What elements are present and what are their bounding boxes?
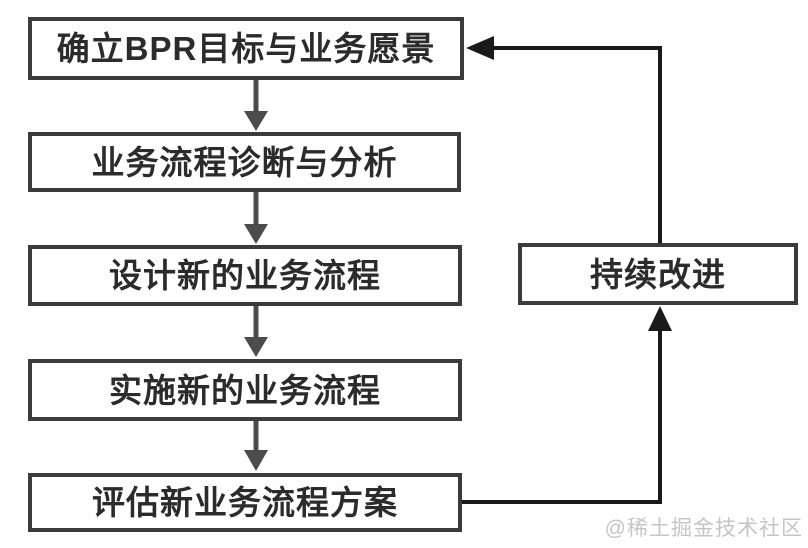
flow-node-label: 确立BPR目标与业务愿景 bbox=[56, 30, 436, 67]
flow-node-establish-goals: 确立BPR目标与业务愿景 bbox=[28, 17, 464, 80]
arrow-implement-to-evaluate bbox=[244, 421, 268, 471]
arrow-design-to-implement bbox=[244, 306, 268, 357]
flow-node-design-new-process: 设计新的业务流程 bbox=[28, 245, 462, 306]
flow-node-implement-new-process: 实施新的业务流程 bbox=[28, 359, 462, 421]
flow-node-continuous-improvement: 持续改进 bbox=[518, 243, 798, 305]
flow-node-evaluate-process-plan: 评估新业务流程方案 bbox=[28, 473, 462, 532]
flow-node-label: 实施新的业务流程 bbox=[109, 371, 381, 409]
flow-node-label: 业务流程诊断与分析 bbox=[91, 143, 398, 181]
arrow-diagnose-to-design bbox=[244, 192, 268, 244]
flow-node-diagnose-analyze: 业务流程诊断与分析 bbox=[28, 132, 461, 192]
connector-evaluate-to-improvement bbox=[462, 306, 672, 504]
arrow-establish-to-diagnose bbox=[244, 80, 268, 131]
flow-node-label: 持续改进 bbox=[590, 255, 726, 293]
connector-improvement-to-establish bbox=[466, 36, 662, 243]
flow-node-label: 设计新的业务流程 bbox=[109, 257, 381, 294]
watermark-text: @稀土掘金技术社区 bbox=[604, 517, 803, 540]
flow-node-label: 评估新业务流程方案 bbox=[92, 484, 398, 521]
